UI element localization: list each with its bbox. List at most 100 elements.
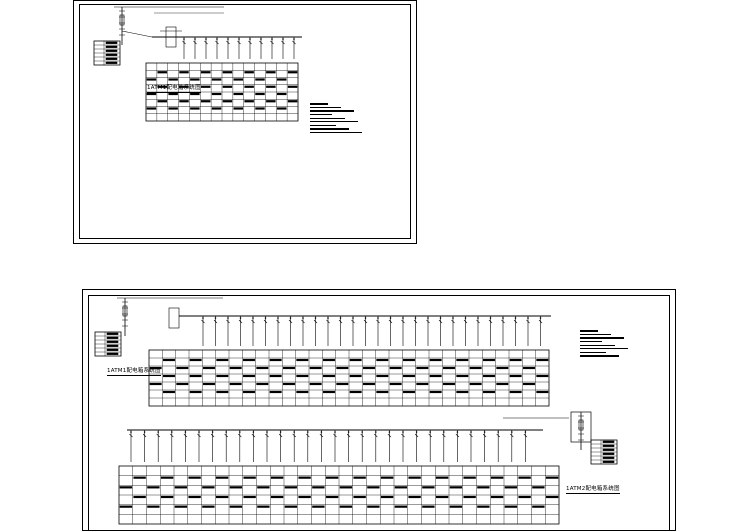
schedule-cell-fill [536,358,549,362]
breaker-contact [489,317,492,319]
breaker-symbol [451,319,455,324]
schedule-cell-fill [336,366,349,370]
breaker-contact [279,431,282,433]
breaker-contact [225,431,227,433]
schedule-cell-fill [176,382,189,386]
schedule-cell-fill [179,100,189,103]
schedule-cell-fill [287,71,298,74]
schedule-cell-fill [408,476,421,479]
breaker-contact [483,431,486,433]
schedule-cell-fill [312,486,325,489]
schedule-cell-fill [266,100,276,103]
breaker-contact [130,431,132,433]
schedule-cell-fill [269,358,282,362]
breaker-symbol [496,433,500,438]
schedule-cell-fill [200,85,211,88]
schedule-cell-fill [190,107,200,110]
panel-title-upper: 1ATM1配电箱系统图 [107,368,161,376]
schedule-cell-fill [179,85,189,88]
schedule-cell-fill [483,390,495,394]
schedule-cell-fill [394,486,408,489]
schedule-cell-fill [477,486,490,489]
breaker-contact [266,431,268,433]
schedule-cell-fill [296,374,309,378]
breaker-contact [527,317,529,319]
schedule-cell-fill [189,358,202,362]
meter-symbol [122,305,128,317]
schedule-cell-fill [133,495,146,499]
breaker-symbol [455,433,460,438]
schedule-cell-fill [443,382,455,386]
breaker-contact [524,431,527,433]
schedule-cell-fill [504,486,518,489]
schedule-cell-fill [376,374,389,378]
breaker-contact [456,431,459,433]
breaker-symbol [170,433,174,438]
schedule-cell-fill [283,366,295,370]
schedule-cell-fill [449,505,463,508]
breaker-symbol [288,319,293,324]
schematic-2 [94,297,618,525]
schedule-cell-fill [211,92,222,96]
schedule-cell-fill [190,78,200,81]
schedule-cell-fill [229,505,243,508]
breaker-symbol [292,433,296,438]
breaker-contact [171,431,173,433]
breaker-symbol [270,40,274,45]
breaker-symbol [201,319,205,324]
legend-cell-fill [105,41,118,44]
panel-title-lower: 1ATM2配电箱系统图 [566,486,620,494]
schedule-cell-fill [339,486,353,489]
breaker-symbol [482,433,487,438]
schedule-cell-fill [325,476,339,479]
schedule-cell-fill [233,107,244,110]
schedule-cell-fill [266,71,276,74]
schedule-cell-fill [276,107,287,110]
breaker-symbol [346,433,351,438]
breaker-symbol [306,433,310,438]
breaker-symbol [338,319,343,324]
breaker-symbol [376,319,380,324]
schedule-cell-fill [483,374,495,378]
switchgear-box [570,411,592,443]
breaker-symbol [251,319,255,324]
breaker-symbol [469,433,473,438]
schedule-cell-fill [269,374,282,378]
note-line [310,106,341,109]
schedule-cell-fill [376,358,389,362]
breaker-symbol [426,319,430,324]
schedule-cell-fill [403,390,415,394]
breaker-contact [277,317,279,319]
schedule-cell-fill [339,505,353,508]
breaker-symbol [374,433,378,438]
breaker-contact [327,317,329,319]
schedule-cell-fill [200,100,211,103]
breaker-contact [239,431,241,433]
breaker-contact [539,317,542,319]
schedule-cell-fill [146,92,157,96]
schedule-cell-fill [483,358,495,362]
schedule-cell-fill [545,495,559,499]
panel-title-1: 1ATM1配电箱系统图 [147,85,201,93]
breaker-contact [352,317,354,319]
schedule-cell-fill [243,390,255,394]
schedule-cell-fill [157,100,168,103]
schedule-cell-fill [422,486,435,489]
schedule-cell-fill [146,107,157,110]
schedule-cell-fill [353,476,366,479]
schedule-cell-fill [336,382,349,386]
breaker-symbol [292,40,296,45]
schedule-cell-fill [211,107,222,110]
schedule-cell-fill [222,100,233,103]
breaker-symbol [301,319,305,324]
legend-cell-fill [106,332,119,335]
breaker-symbol [333,433,337,438]
breaker-contact [143,431,146,433]
schedule-cell-fill [244,85,254,88]
breaker-symbol [319,433,324,438]
breaker-symbol [226,319,230,324]
schedule-cell-fill [523,366,535,370]
breaker-contact [429,431,432,433]
breaker-contact [320,431,323,433]
breaker-contact [239,317,242,319]
